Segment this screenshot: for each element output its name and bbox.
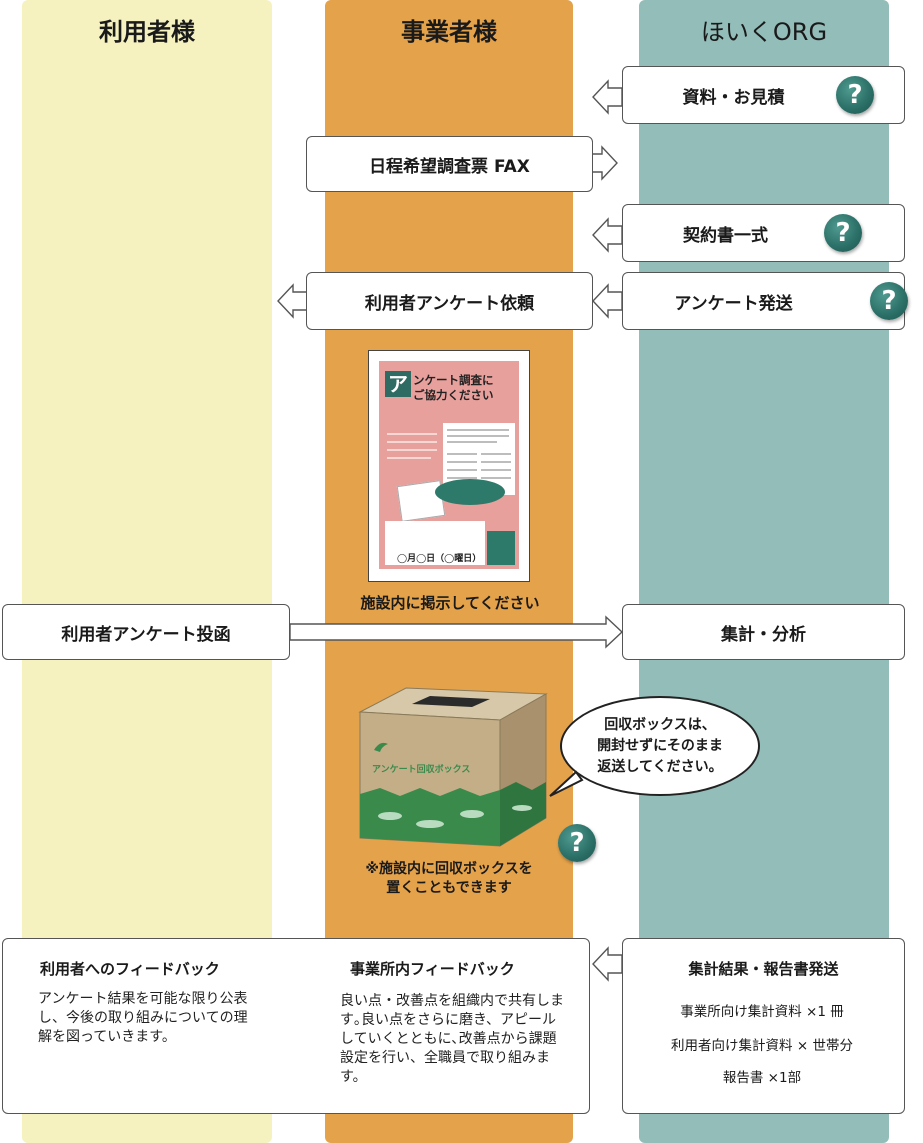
speech-bubble-tail	[549, 770, 584, 797]
materials-box: 資料・お見積	[622, 66, 905, 124]
arrow-schedule	[591, 145, 618, 181]
poster-date-panel	[385, 521, 485, 565]
materials-label: 資料・お見積	[682, 87, 785, 108]
poster-initial: ア	[385, 371, 411, 397]
collection-box-illustration: アンケート回収ボックス	[358, 687, 548, 847]
org-report-item-2: 利用者向け集計資料 × 世帯分	[671, 1038, 853, 1054]
feedback-box	[2, 938, 590, 1114]
lane-title-org: ほいくORG	[700, 18, 828, 46]
return-speech-bubble: 回収ボックスは、 開封せずにそのまま 返送してください。	[560, 696, 760, 796]
arrow-vote-analysis	[289, 615, 624, 649]
schedule-fax-label: 日程希望調査票 FAX	[369, 156, 530, 177]
help-icon-survey-send[interactable]: ?	[870, 282, 908, 320]
org-report-box	[622, 938, 905, 1114]
survey-send-label: アンケート発送	[674, 293, 793, 314]
help-icon-collection-box[interactable]: ?	[558, 824, 596, 862]
lane-title-user: 利用者様	[99, 18, 195, 46]
collection-box-label: アンケート回収ボックス	[372, 763, 470, 775]
poster-caption: 施設内に掲示してください	[360, 594, 540, 612]
org-report-item-3: 報告書 ×1部	[722, 1070, 802, 1086]
business-feedback-title: 事業所内フィードバック	[350, 960, 515, 978]
org-report-item-1: 事業所向け集計資料 ×1 冊	[680, 1004, 844, 1020]
poster-left-text	[385, 427, 441, 485]
fish-shape	[460, 810, 484, 818]
arrow-survey-request	[277, 283, 308, 319]
poster-title-line2: ご協力ください	[413, 388, 494, 402]
contract-label: 契約書一式	[683, 225, 768, 246]
arrow-feedback	[592, 946, 623, 982]
collection-box-note: ※施設内に回収ボックスを 置くこともできます	[334, 860, 564, 898]
collection-box-note-line1: ※施設内に回収ボックスを	[365, 861, 533, 877]
survey-request-label: 利用者アンケート依頼	[364, 293, 535, 314]
help-icon-contract[interactable]: ?	[824, 214, 862, 252]
user-vote-box: 利用者アンケート投函	[2, 604, 290, 660]
schedule-fax-box: 日程希望調査票 FAX	[306, 136, 593, 192]
analysis-box: 集計・分析	[622, 604, 905, 660]
fish-shape	[512, 805, 532, 811]
box-side-band	[500, 782, 546, 846]
survey-poster: ア ンケート調査に ご協力ください ◯月◯日（◯曜日）	[368, 350, 530, 582]
box-slot	[412, 696, 490, 707]
arrow-contract	[592, 217, 623, 253]
user-feedback-body: アンケート結果を可能な限り公表し、今後の取り組みについての理解を図っていきます。	[38, 991, 248, 1045]
help-icon-materials[interactable]: ?	[836, 76, 874, 114]
business-feedback-body: 良い点・改善点を組織内で共有します｡良い点をさらに磨き、アピールしていくとともに…	[340, 993, 564, 1085]
poster-speech-bubble	[435, 479, 505, 505]
poster-title-line1: ンケート調査に	[413, 373, 494, 387]
user-feedback-title: 利用者へのフィードバック	[40, 960, 220, 978]
poster-title: ンケート調査に ご協力ください	[413, 373, 494, 403]
box-front-band	[360, 788, 500, 846]
arrow-materials	[592, 79, 623, 115]
survey-request-box: 利用者アンケート依頼	[306, 272, 593, 330]
org-report-title: 集計結果・報告書発送	[688, 960, 839, 978]
poster-date: ◯月◯日（◯曜日）	[397, 554, 482, 564]
fish-shape	[378, 812, 402, 820]
collection-box-note-line2: 置くこともできます	[386, 880, 512, 896]
user-vote-label: 利用者アンケート投函	[61, 624, 231, 645]
fish-shape	[416, 820, 444, 828]
arrow-survey-send	[592, 283, 623, 319]
poster-contact-panel	[487, 531, 515, 565]
lane-title-business: 事業者様	[401, 18, 497, 46]
contract-box: 契約書一式	[622, 204, 905, 262]
bird-icon	[374, 742, 388, 752]
survey-send-box: アンケート発送	[622, 272, 905, 330]
analysis-label: 集計・分析	[721, 624, 806, 645]
poster-body: ア ンケート調査に ご協力ください ◯月◯日（◯曜日）	[379, 361, 519, 569]
